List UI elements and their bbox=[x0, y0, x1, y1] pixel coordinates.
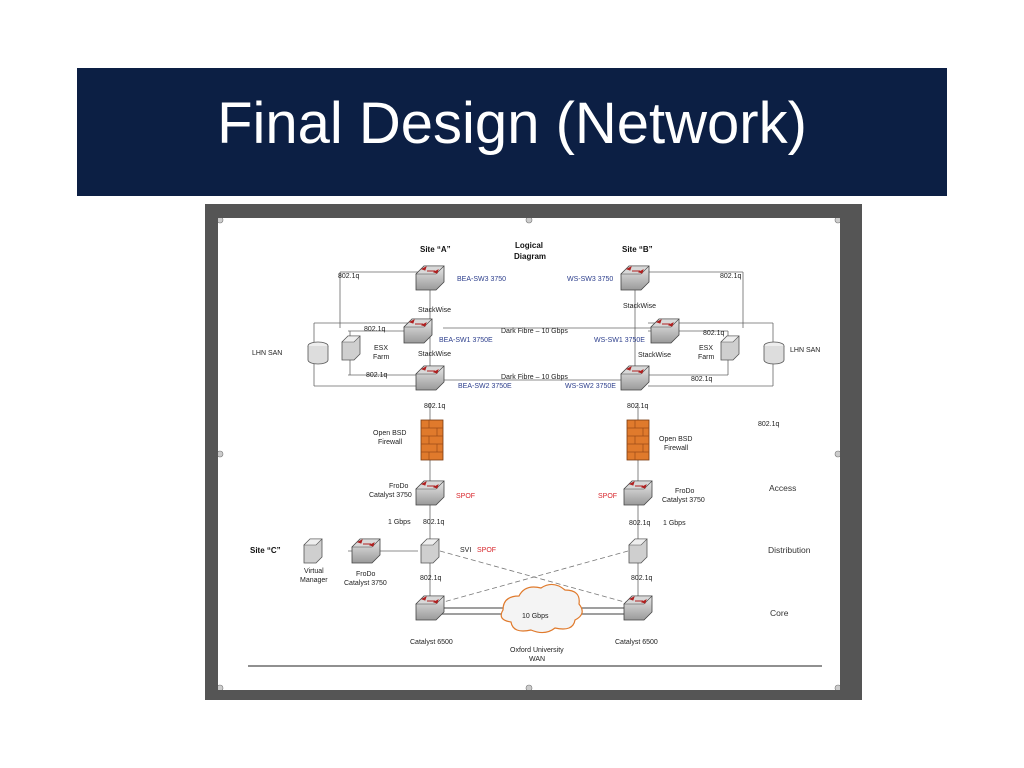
dot1q-label: 802.1q bbox=[366, 372, 388, 379]
site-a-label: Site “A” bbox=[420, 245, 451, 254]
cloud-icon bbox=[500, 583, 583, 634]
catalyst-6500-label: Catalyst 6500 bbox=[410, 639, 453, 646]
frodo-model-label: Catalyst 3750 bbox=[344, 580, 387, 587]
frodo-label: FroDo bbox=[675, 488, 695, 495]
ws-sw3-label: WS-SW3 3750 bbox=[567, 276, 613, 283]
dark-fibre-label: Dark Fibre – 10 Gbps bbox=[501, 374, 568, 381]
switch-icon bbox=[351, 538, 381, 564]
ws-sw2-label: WS-SW2 3750E bbox=[565, 383, 616, 390]
ws-sw1-label: WS-SW1 3750E bbox=[594, 337, 645, 344]
dot1q-label: 802.1q bbox=[631, 575, 653, 582]
lhn-san-label: LHN SAN bbox=[790, 347, 820, 354]
diagram-canvas: Site “A” Site “B” Site “C” Logical Diagr… bbox=[218, 218, 840, 690]
esx-label: ESX bbox=[374, 345, 388, 352]
svi-label: SVI bbox=[460, 547, 471, 554]
wan-label: WAN bbox=[529, 656, 545, 663]
site-c-label: Site “C” bbox=[250, 546, 281, 555]
server-icon bbox=[720, 335, 740, 361]
esx-farm-label: Farm bbox=[698, 354, 715, 361]
frodo-label: FroDo bbox=[389, 483, 409, 490]
dot1q-label: 802.1q bbox=[424, 403, 446, 410]
switch-icon bbox=[403, 318, 433, 344]
stackwise-label: StackWise bbox=[418, 307, 451, 314]
distribution-switch-icon bbox=[628, 538, 648, 564]
switch-icon bbox=[623, 480, 653, 506]
virtual-manager-label: Manager bbox=[300, 577, 328, 584]
firewall-icon bbox=[626, 419, 650, 461]
slide-title: Final Design (Network) bbox=[217, 91, 807, 156]
title-bar: Final Design (Network) bbox=[77, 68, 947, 196]
dot1q-label: 802.1q bbox=[420, 575, 442, 582]
diagram-heading-line1: Logical bbox=[515, 241, 543, 250]
firewall-icon bbox=[420, 419, 444, 461]
wan-speed-label: 10 Gbps bbox=[522, 613, 549, 620]
dot1q-label: 802.1q bbox=[627, 403, 649, 410]
firewall-label: Firewall bbox=[378, 439, 403, 446]
switch-icon bbox=[415, 595, 445, 621]
firewall-label: Firewall bbox=[664, 445, 689, 452]
bea-sw3-label: BEA-SW3 3750 bbox=[457, 276, 506, 283]
tier-access-label: Access bbox=[769, 483, 796, 493]
firewall-label: Open BSD bbox=[373, 430, 406, 437]
frodo-model-label: Catalyst 3750 bbox=[662, 497, 705, 504]
dot1q-label: 802.1q bbox=[703, 330, 725, 337]
spof-label: SPOF bbox=[477, 547, 496, 554]
storage-icon bbox=[763, 341, 785, 365]
selection-handles bbox=[218, 218, 840, 690]
dark-fibre-label: Dark Fibre – 10 Gbps bbox=[501, 328, 568, 335]
dot1q-label: 802.1q bbox=[338, 273, 360, 280]
spof-label: SPOF bbox=[456, 493, 475, 500]
dot1q-label: 802.1q bbox=[758, 421, 780, 428]
server-icon bbox=[303, 538, 323, 564]
virtual-manager-label: Virtual bbox=[304, 568, 324, 575]
dot1q-label: 802.1q bbox=[691, 376, 713, 383]
bea-sw2-label: BEA-SW2 3750E bbox=[458, 383, 512, 390]
lhn-san-label: LHN SAN bbox=[252, 350, 282, 357]
stackwise-label: StackWise bbox=[623, 303, 656, 310]
dot1q-label: 802.1q bbox=[629, 520, 651, 527]
tier-core-label: Core bbox=[770, 608, 789, 618]
catalyst-6500-label: Catalyst 6500 bbox=[615, 639, 658, 646]
dot1q-label: 802.1q bbox=[423, 519, 445, 526]
redundant-links bbox=[439, 550, 629, 604]
wan-label: Oxford University bbox=[510, 647, 564, 654]
switch-icon bbox=[415, 265, 445, 291]
storage-icon bbox=[307, 341, 329, 365]
switch-icon bbox=[415, 480, 445, 506]
esx-farm-label: Farm bbox=[373, 354, 390, 361]
bea-sw1-label: BEA-SW1 3750E bbox=[439, 337, 493, 344]
distribution-switch-icon bbox=[420, 538, 440, 564]
stackwise-label: StackWise bbox=[418, 351, 451, 358]
dot1q-label: 802.1q bbox=[364, 326, 386, 333]
switch-icon bbox=[650, 318, 680, 344]
diagram-heading-line2: Diagram bbox=[514, 252, 546, 261]
frodo-label: FroDo bbox=[356, 571, 376, 578]
switch-icon bbox=[620, 265, 650, 291]
spof-label: SPOF bbox=[598, 493, 617, 500]
tier-distribution-label: Distribution bbox=[768, 545, 811, 555]
link-speed-label: 1 Gbps bbox=[388, 519, 411, 526]
switch-icon bbox=[620, 365, 650, 391]
site-b-label: Site “B” bbox=[622, 245, 653, 254]
esx-label: ESX bbox=[699, 345, 713, 352]
firewall-label: Open BSD bbox=[659, 436, 692, 443]
switch-icon bbox=[623, 595, 653, 621]
switch-icon bbox=[415, 365, 445, 391]
frodo-model-label: Catalyst 3750 bbox=[369, 492, 412, 499]
stackwise-label: StackWise bbox=[638, 352, 671, 359]
network-diagram: Site “A” Site “B” Site “C” Logical Diagr… bbox=[218, 218, 840, 690]
dot1q-label: 802.1q bbox=[720, 273, 742, 280]
server-icon bbox=[341, 335, 361, 361]
link-speed-label: 1 Gbps bbox=[663, 520, 686, 527]
